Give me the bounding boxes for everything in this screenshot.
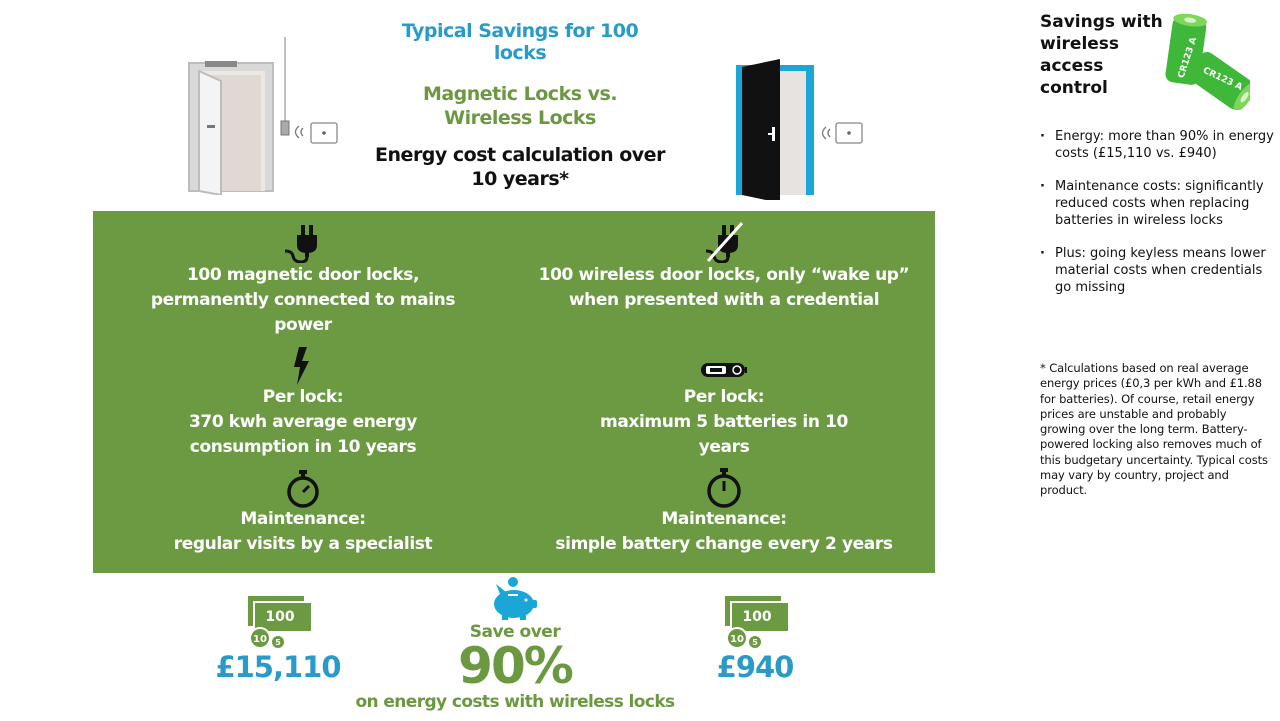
magnetic-locks-text: 100 magnetic door locks, permanently con… — [150, 265, 456, 335]
sidebar-item-energy: Energy: more than 90% in energy costs (£… — [1040, 128, 1275, 162]
batteries-icon: CR123 A CR123 A — [1165, 13, 1250, 110]
header-title: Typical Savings for 100 locks — [401, 20, 639, 64]
battery-icon — [701, 363, 747, 377]
wireless-door-icon — [736, 59, 863, 200]
magnetic-maintenance-heading: Maintenance: — [240, 509, 366, 529]
stopwatch-icon — [287, 470, 319, 508]
save-percent: 90% — [458, 637, 574, 695]
money-coin-big: 10 — [253, 634, 267, 645]
wireless-column: 100 wireless door locks, only “wake up” … — [514, 211, 934, 573]
wireless-per-lock-text: maximum 5 batteries in 10 years — [600, 412, 848, 457]
money-coin-small: 5 — [752, 638, 758, 647]
plug-crossed-icon — [705, 221, 744, 263]
lightning-icon — [294, 347, 309, 385]
money-note-value: 100 — [265, 609, 294, 625]
comparison-panel: 100 magnetic door locks, permanently con… — [93, 211, 935, 573]
magnetic-maintenance-text: regular visits by a specialist — [173, 534, 433, 554]
reader-icon — [821, 122, 863, 144]
header-subtitle: Magnetic Locks vs. Wireless Locks — [422, 83, 618, 129]
save-over-label: Save over — [469, 622, 561, 642]
magnetic-door-icon — [188, 37, 338, 195]
wireless-locks-text: 100 wireless door locks, only “wake up” … — [538, 265, 910, 310]
reader-icon — [294, 122, 338, 144]
money-icon: 100 10 5 — [725, 596, 790, 650]
magnetic-per-lock-text: 370 kwh average energy consumption in 10… — [189, 412, 417, 457]
piggy-bank-icon — [494, 577, 537, 620]
save-note: on energy costs with wireless locks — [355, 692, 675, 712]
magnetic-per-lock-heading: Per lock: — [262, 387, 344, 407]
sidebar-title: Savings with wireless access control — [1040, 12, 1163, 98]
sidebar-list: Energy: more than 90% in energy costs (£… — [1040, 128, 1275, 312]
money-coin-small: 5 — [275, 638, 281, 647]
sidebar-item-maintenance: Maintenance costs: significantly reduced… — [1040, 178, 1275, 229]
magnetic-cost: £15,110 — [215, 650, 341, 684]
money-note-value: 100 — [742, 609, 771, 625]
sidebar-footnote: * Calculations based on real average ene… — [1040, 361, 1268, 498]
wireless-per-lock-heading: Per lock: — [683, 387, 765, 407]
plug-icon — [284, 225, 317, 263]
wireless-maintenance-text: simple battery change every 2 years — [555, 534, 893, 554]
header-calculation: Energy cost calculation over 10 years* — [375, 144, 665, 190]
money-coin-big: 10 — [730, 634, 744, 645]
money-icon: 100 10 5 — [248, 596, 313, 650]
wireless-cost: £940 — [716, 650, 795, 684]
wireless-maintenance-heading: Maintenance: — [661, 509, 787, 529]
magnetic-column: 100 magnetic door locks, permanently con… — [93, 211, 513, 573]
stopwatch-icon — [707, 468, 741, 508]
sidebar-item-keyless: Plus: going keyless means lower material… — [1040, 245, 1275, 296]
